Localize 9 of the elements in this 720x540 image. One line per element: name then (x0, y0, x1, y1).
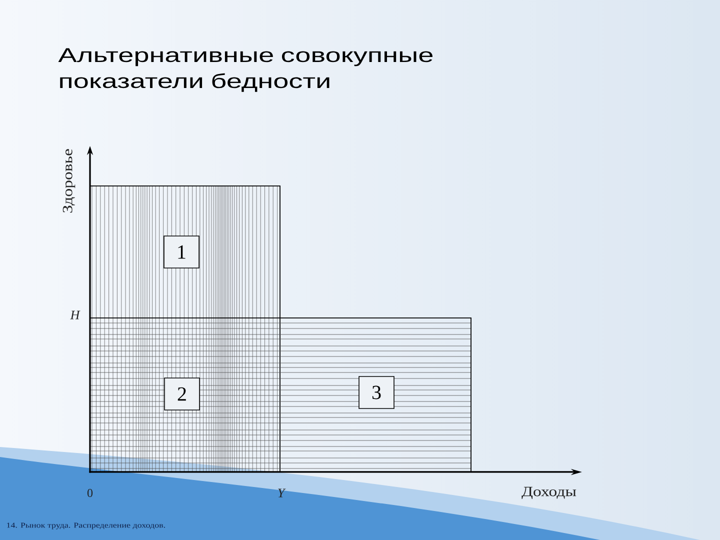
axis-title: Здоровье (62, 149, 76, 213)
tick-label: 0 (87, 488, 93, 498)
tick-label: Y (278, 488, 286, 498)
region-number-box: 1 (164, 236, 200, 268)
slide-title: Альтернативные совокупные показатели бедности (58, 48, 432, 92)
axis-title: Доходы (522, 486, 576, 500)
region-number-box: 3 (358, 376, 394, 409)
tick-label: H (70, 310, 80, 320)
region-number-box: 2 (164, 378, 200, 410)
